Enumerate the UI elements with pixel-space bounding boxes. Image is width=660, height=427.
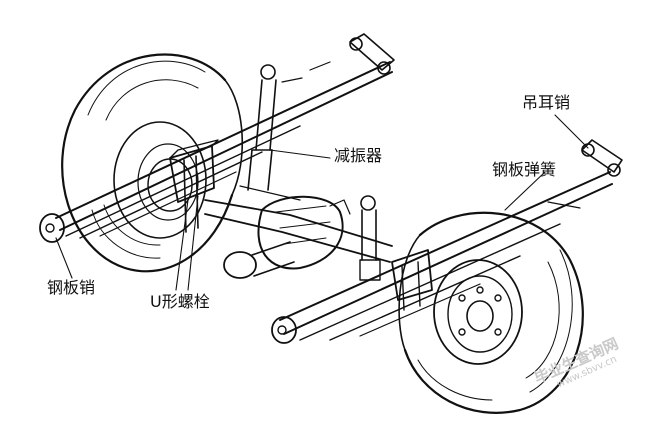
leader-shackle-pin: [554, 114, 589, 149]
differential: [223, 195, 351, 279]
leader-shock-absorber: [269, 149, 331, 159]
leader-u-bolt-2: [187, 195, 199, 291]
leader-u-bolt-1: [175, 199, 189, 291]
right-wheel: [398, 211, 584, 414]
label-spring-pin: 钢板销: [47, 278, 96, 297]
left-rear-shackle: [349, 33, 395, 75]
right-shock-absorber: [359, 195, 381, 281]
right-hub: [433, 259, 523, 365]
right-rear-shackle: [581, 139, 623, 177]
right-u-bolt-clamp: [391, 249, 433, 311]
left-wheel: [61, 53, 244, 273]
right-spring-pin-eye: [271, 316, 297, 344]
label-leaf-spring: 钢板弹簧: [492, 160, 557, 179]
left-spring-pin-eye: [39, 213, 65, 243]
left-u-bolt-clamp: [169, 139, 219, 233]
right-leaf-spring: [279, 171, 613, 341]
label-u-bolt: U形螺栓: [150, 292, 210, 311]
leader-spring-pin: [55, 237, 73, 279]
leader-lines: [55, 114, 589, 291]
label-shock-absorber: 减振器: [334, 146, 383, 165]
label-shackle-pin: 吊耳销: [522, 93, 571, 112]
left-leaf-spring: [55, 61, 393, 239]
left-shock-absorber: [247, 64, 277, 191]
leader-leaf-spring: [504, 171, 546, 211]
